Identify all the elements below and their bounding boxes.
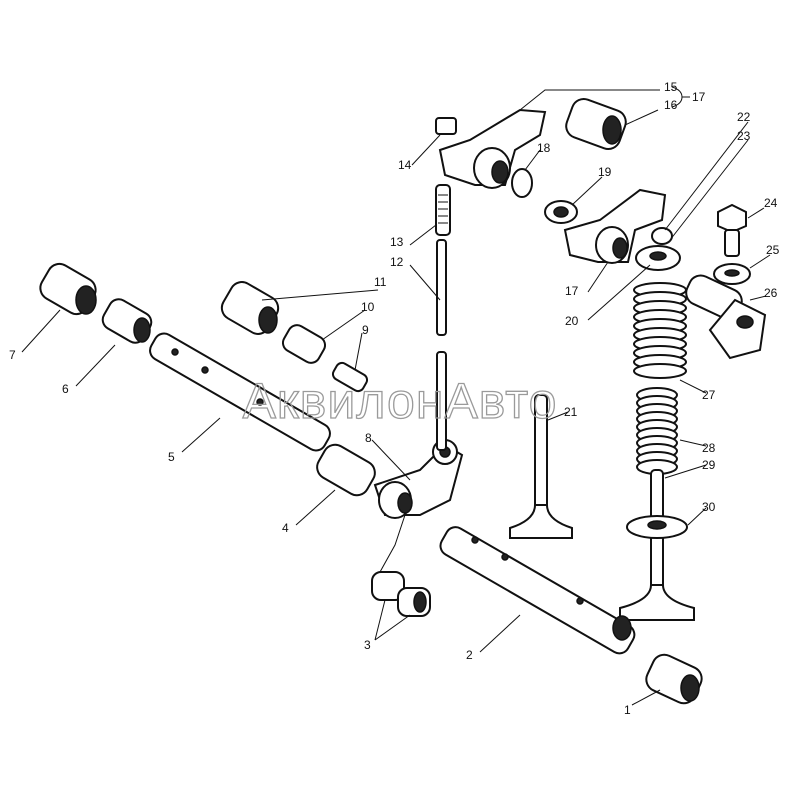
part-10-sleeve — [281, 324, 327, 364]
callout-11: 11 — [374, 275, 387, 289]
callout-30: 30 — [702, 500, 716, 514]
callout-28: 28 — [702, 441, 716, 455]
part-19-washer — [544, 200, 578, 224]
callout-20: 20 — [565, 314, 579, 328]
callout-6: 6 — [62, 382, 69, 396]
part-12-push-rod — [436, 239, 447, 451]
callout-12: 12 — [390, 255, 404, 269]
part-4-spacer — [316, 443, 376, 497]
part-15-rocker-arm — [438, 108, 547, 189]
callout-4: 4 — [282, 521, 289, 535]
part-26-rocker-bracket — [685, 274, 767, 360]
callout-15: 15 — [664, 80, 678, 94]
callout-13: 13 — [390, 235, 404, 249]
callout-10: 10 — [361, 300, 375, 314]
watermark: АквилонАвто — [243, 373, 558, 429]
part-11-sleeve — [220, 281, 280, 335]
part-25-washer — [713, 263, 751, 285]
part-27-28-valve-springs — [633, 282, 687, 475]
callout-1: 1 — [624, 703, 631, 717]
part-17-rocker-arm — [563, 188, 667, 264]
callout-22: 22 — [737, 110, 751, 124]
part-18-ring — [511, 168, 533, 198]
callout-8: 8 — [365, 431, 372, 445]
callout-18: 18 — [537, 141, 551, 155]
callout-24: 24 — [764, 196, 778, 210]
part-14-nut — [435, 117, 457, 135]
callout-5: 5 — [168, 450, 175, 464]
part-6-bush — [101, 298, 153, 344]
callout-7: 7 — [9, 348, 16, 362]
part-7-bush — [39, 262, 97, 316]
callout-26: 26 — [764, 286, 778, 300]
callout-27: 27 — [702, 388, 716, 402]
part-20-spring-retainer — [635, 245, 681, 271]
part-22-23-cotters — [651, 227, 673, 245]
part-13-adjusting-screw — [435, 184, 451, 236]
callout-9: 9 — [362, 323, 369, 337]
leader-lines — [21, 86, 771, 706]
callout-14: 14 — [398, 158, 412, 172]
part-24-bolt — [717, 203, 747, 257]
parts-layer — [39, 98, 767, 705]
callout-29: 29 — [702, 458, 716, 472]
callout-23: 23 — [737, 129, 751, 143]
part-16-bush — [565, 98, 627, 150]
part-9-pin — [331, 361, 369, 393]
part-1-bush — [645, 653, 703, 705]
callout-17: 17 — [565, 284, 579, 298]
part-29-30-valve-and-cap — [619, 469, 695, 621]
part-8-rocker-arm — [373, 439, 464, 519]
callout-2: 2 — [466, 648, 473, 662]
callout-16: 16 — [664, 98, 678, 112]
callout-25: 25 — [766, 243, 780, 257]
part-21-valve — [509, 394, 573, 539]
part-3-bushings — [371, 571, 431, 617]
callout-19: 19 — [598, 165, 612, 179]
part-2-rocker-shaft — [439, 526, 636, 655]
callout-3: 3 — [364, 638, 371, 652]
spring-27-coil — [633, 363, 687, 379]
part-5-rocker-shaft — [149, 332, 331, 452]
callout-17: 17 — [692, 90, 706, 104]
callout-21: 21 — [564, 405, 578, 419]
